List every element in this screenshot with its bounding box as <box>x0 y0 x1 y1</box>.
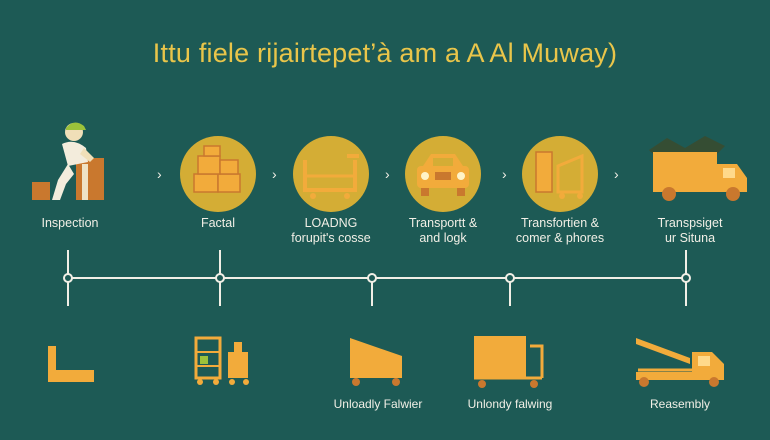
ramp-block-icon <box>48 346 94 382</box>
shelf-trolley-icon <box>194 336 249 385</box>
worker-with-box-icon <box>32 122 104 200</box>
step-label: Transpsiget ur Situna <box>657 216 723 245</box>
bottom-label: Reasembly <box>649 397 711 411</box>
car-icon <box>405 136 481 212</box>
step-label: Factal <box>200 216 236 230</box>
timeline-node <box>63 250 73 306</box>
timeline-node <box>367 273 377 306</box>
step-label: Inspection <box>41 216 99 230</box>
chevron-right-icon: › <box>614 166 619 182</box>
tipping-trailer-icon <box>350 338 402 386</box>
stacked-boxes-icon <box>180 136 256 212</box>
timeline-node <box>505 273 515 306</box>
chevron-right-icon: › <box>385 166 390 182</box>
step-label: Transportt & and logk <box>408 216 478 245</box>
timeline-node <box>681 250 691 306</box>
diagram-title: Ittu fiele rijairtepet’à am a A Al Muway… <box>152 38 618 68</box>
chevron-right-icon: › <box>272 166 277 182</box>
timeline-node <box>215 250 225 306</box>
dump-truck-icon <box>636 338 724 387</box>
timeline <box>63 250 691 306</box>
cart-icon <box>293 136 369 212</box>
bottom-label: Unloadly Falwier <box>333 397 423 411</box>
chevron-right-icon: › <box>157 166 162 182</box>
delivery-truck-icon <box>649 136 747 201</box>
step-label: Transfortien & comer & phores <box>515 216 605 245</box>
step-label: LOADNG forupit's cosse <box>291 216 371 245</box>
container-cart-icon <box>474 336 544 388</box>
dolly-cart-icon <box>522 136 598 212</box>
bottom-label: Unlondy falwing <box>467 397 553 411</box>
chevron-right-icon: › <box>502 166 507 182</box>
